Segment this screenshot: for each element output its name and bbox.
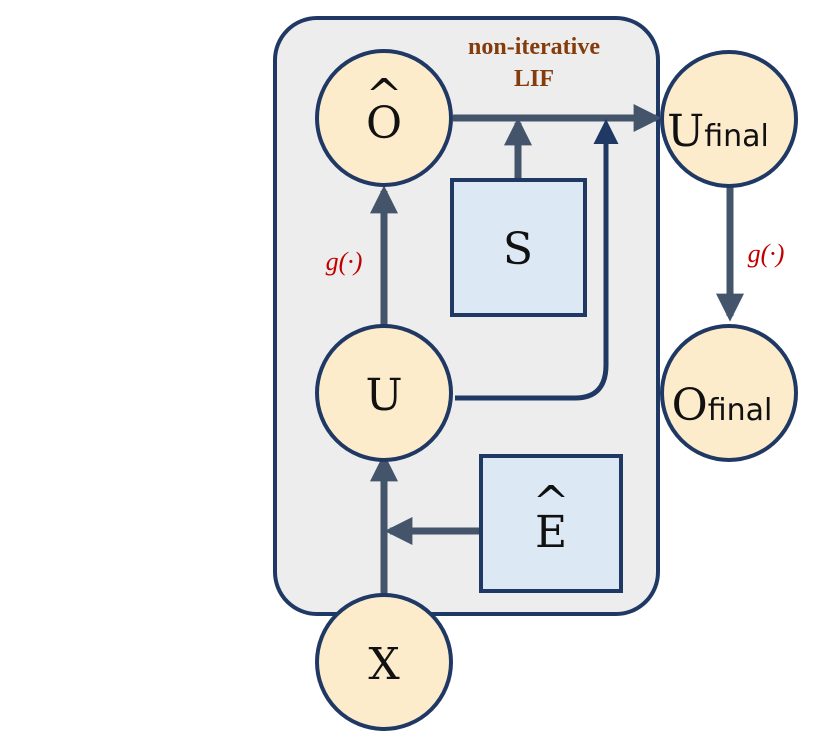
module-title-line1: non-iterative [468, 34, 600, 60]
node-u-final: Ufinal [660, 50, 798, 188]
edge-u-to-main-curve [455, 119, 619, 401]
node-e-hat: E ^ [479, 454, 623, 593]
node-o-final-symbol: O [672, 380, 708, 431]
node-u-label: U [365, 370, 402, 421]
node-s: S [450, 178, 587, 317]
function-label-right: g(·) [748, 239, 785, 268]
node-u-final-subscript: final [704, 119, 769, 154]
function-label-left: g(·) [326, 247, 363, 276]
node-e-hat-label: E [535, 507, 567, 558]
node-o-hat-hat: ^ [366, 70, 403, 121]
module-title-line2: LIF [514, 66, 554, 92]
node-u-final-text: Ufinal [667, 106, 769, 157]
node-u: U [315, 324, 453, 462]
node-x-label: X [368, 639, 400, 690]
node-u-final-symbol: U [667, 106, 704, 157]
node-o-final-text: Ofinal [672, 380, 773, 431]
node-e-hat-hat: ^ [533, 477, 570, 528]
node-o-hat: O ^ [315, 49, 453, 187]
node-s-label: S [503, 224, 533, 275]
node-o-final: Ofinal [660, 324, 798, 462]
node-x: X [315, 593, 453, 731]
node-o-hat-label: O [366, 98, 402, 149]
node-o-final-subscript: final [708, 393, 773, 428]
